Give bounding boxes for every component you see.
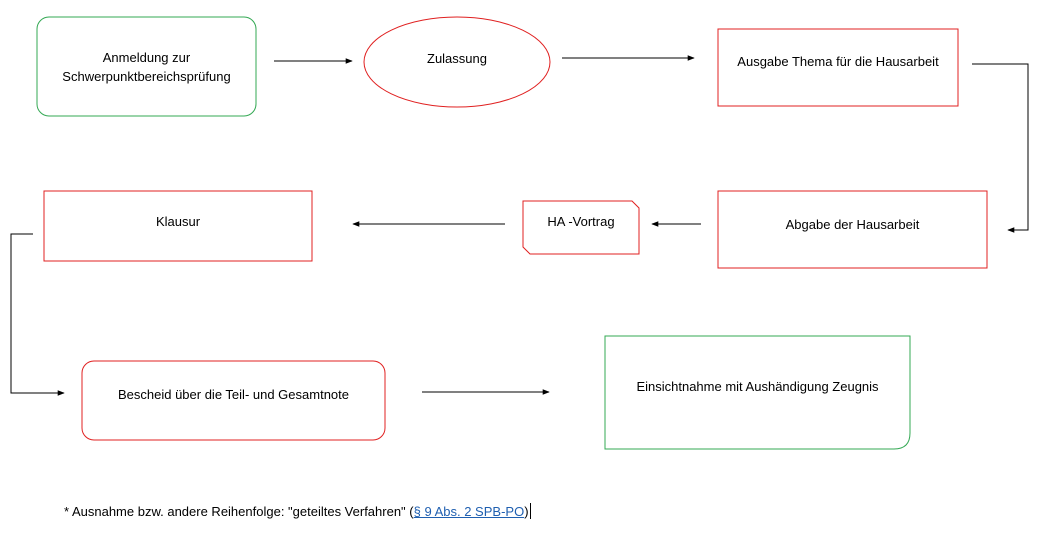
footnote: * Ausnahme bzw. andere Reihenfolge: "get… xyxy=(64,503,531,519)
node-ausgabe-label: Ausgabe Thema für die Hausarbeit xyxy=(737,54,939,69)
arrow-ausgabe-to-abgabe xyxy=(972,63,1029,233)
node-abgabe-shape xyxy=(717,190,988,269)
arrow-klausur-to-bescheid xyxy=(10,233,65,396)
footnote-prefix: * Ausnahme bzw. andere Reihenfolge: "get… xyxy=(64,504,414,519)
node-klausur-shape xyxy=(43,190,313,262)
node-zulassung-shape xyxy=(363,16,551,108)
node-ausgabe-shape xyxy=(717,28,959,107)
node-klausur-label: Klausur xyxy=(155,213,201,229)
footnote-link[interactable]: § 9 Abs. 2 SPB-PO xyxy=(413,504,525,519)
node-zulassung-label: Zulassung xyxy=(427,50,487,66)
node-anmeldung-label: Anmeldung zur Schwerpunktbereichsprüfung xyxy=(62,49,231,84)
node-bescheid-label: Bescheid über die Teil- und Gesamtnote xyxy=(117,386,349,402)
footnote-suffix: ) xyxy=(524,504,529,519)
node-einsichtnahme-label: Einsichtnahme mit Aushändigung Zeugnis xyxy=(636,378,879,394)
node-einsichtnahme-shape xyxy=(604,335,911,450)
node-bescheid-shape xyxy=(81,360,386,441)
text-cursor xyxy=(529,503,531,519)
node-anmeldung-shape xyxy=(36,16,257,117)
node-abgabe-label: Abgabe der Hausarbeit xyxy=(785,216,920,232)
node-ha-vortrag-label: HA -Vortrag xyxy=(547,213,615,229)
node-ha-vortrag-shape xyxy=(522,200,640,255)
